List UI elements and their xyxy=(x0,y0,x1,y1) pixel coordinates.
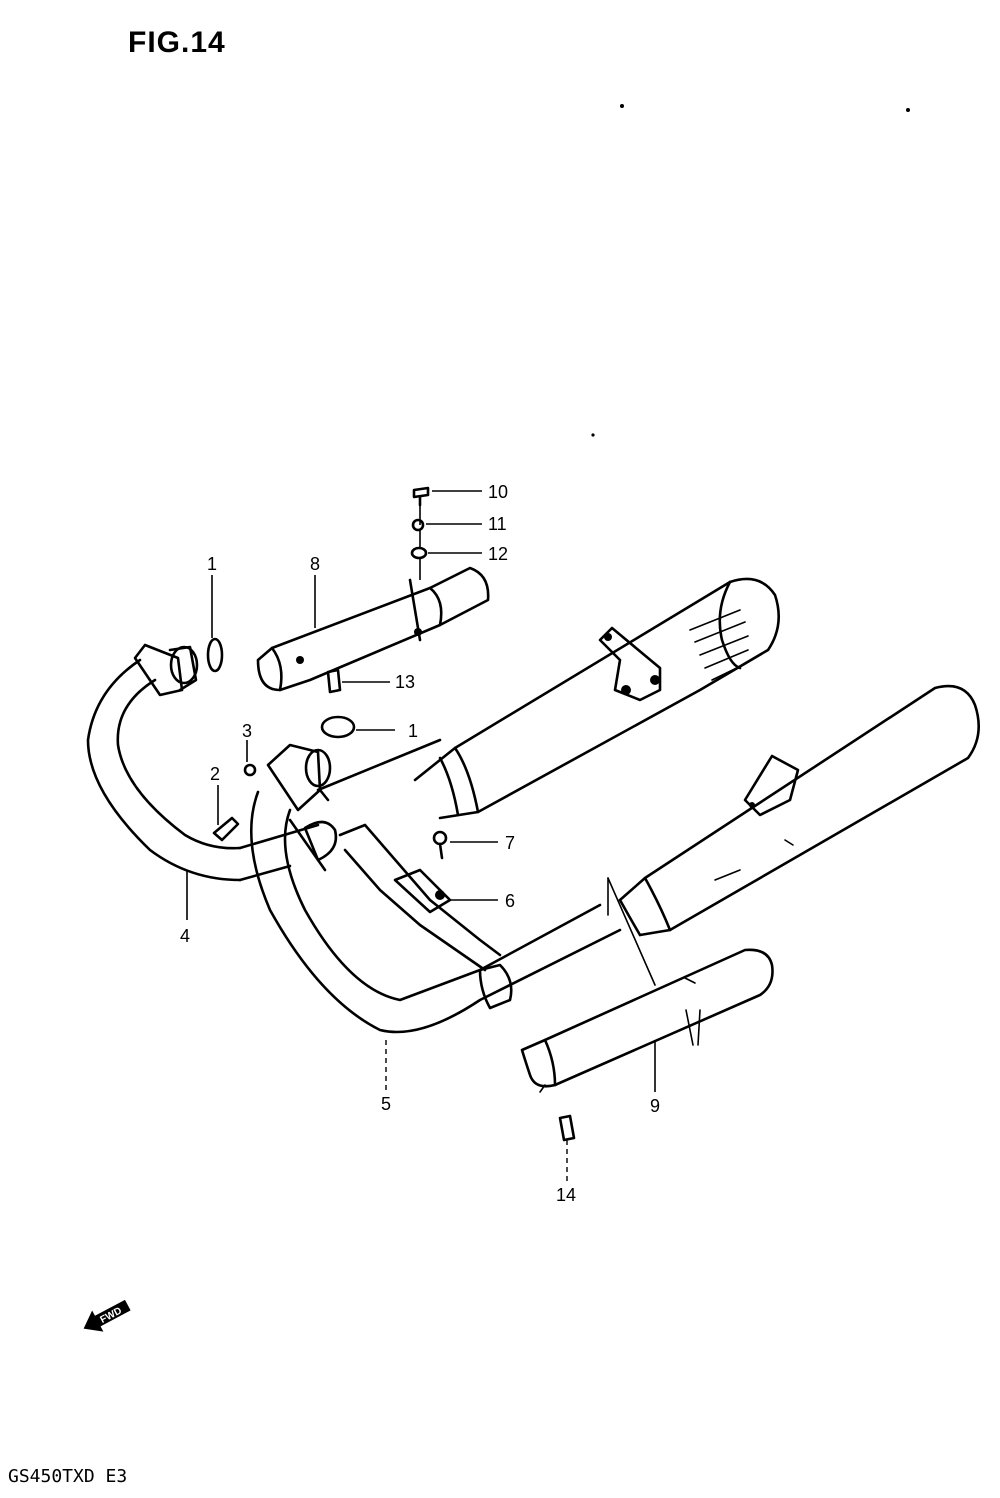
callout-12: 12 xyxy=(488,544,508,564)
callout-1-lower: 1 xyxy=(408,721,418,741)
hardware xyxy=(206,486,576,1142)
callout-2: 2 xyxy=(210,764,220,784)
callout-14: 14 xyxy=(556,1185,576,1205)
callout-13: 13 xyxy=(395,672,415,692)
callout-10: 10 xyxy=(488,482,508,502)
callout-9: 9 xyxy=(650,1096,660,1116)
heat-shield-upper xyxy=(256,566,490,692)
figure-title: FIG.14 xyxy=(128,26,226,59)
fwd-arrow-icon: FWD xyxy=(83,1299,131,1332)
scan-dots xyxy=(591,104,910,437)
upper-muffler xyxy=(413,577,781,820)
leader-lines xyxy=(186,490,701,1185)
model-code: GS450TXD E3 xyxy=(8,1466,128,1487)
fwd-label: FWD xyxy=(99,1305,124,1325)
callout-7: 7 xyxy=(505,833,515,853)
callout-1-upper: 1 xyxy=(207,554,217,574)
callout-11: 11 xyxy=(488,514,507,534)
callout-5: 5 xyxy=(381,1094,391,1114)
heat-shield-lower xyxy=(520,948,774,1093)
callout-labels: 10 11 12 1 8 13 1 3 2 7 6 4 5 9 14 xyxy=(180,482,660,1205)
exhaust-pipe-left xyxy=(86,643,327,882)
exhaust-pipe-right xyxy=(250,738,622,1034)
callout-3: 3 xyxy=(242,721,252,741)
lower-muffler xyxy=(618,684,981,937)
callout-6: 6 xyxy=(505,891,515,911)
callout-4: 4 xyxy=(180,926,190,946)
callout-8: 8 xyxy=(310,554,320,574)
